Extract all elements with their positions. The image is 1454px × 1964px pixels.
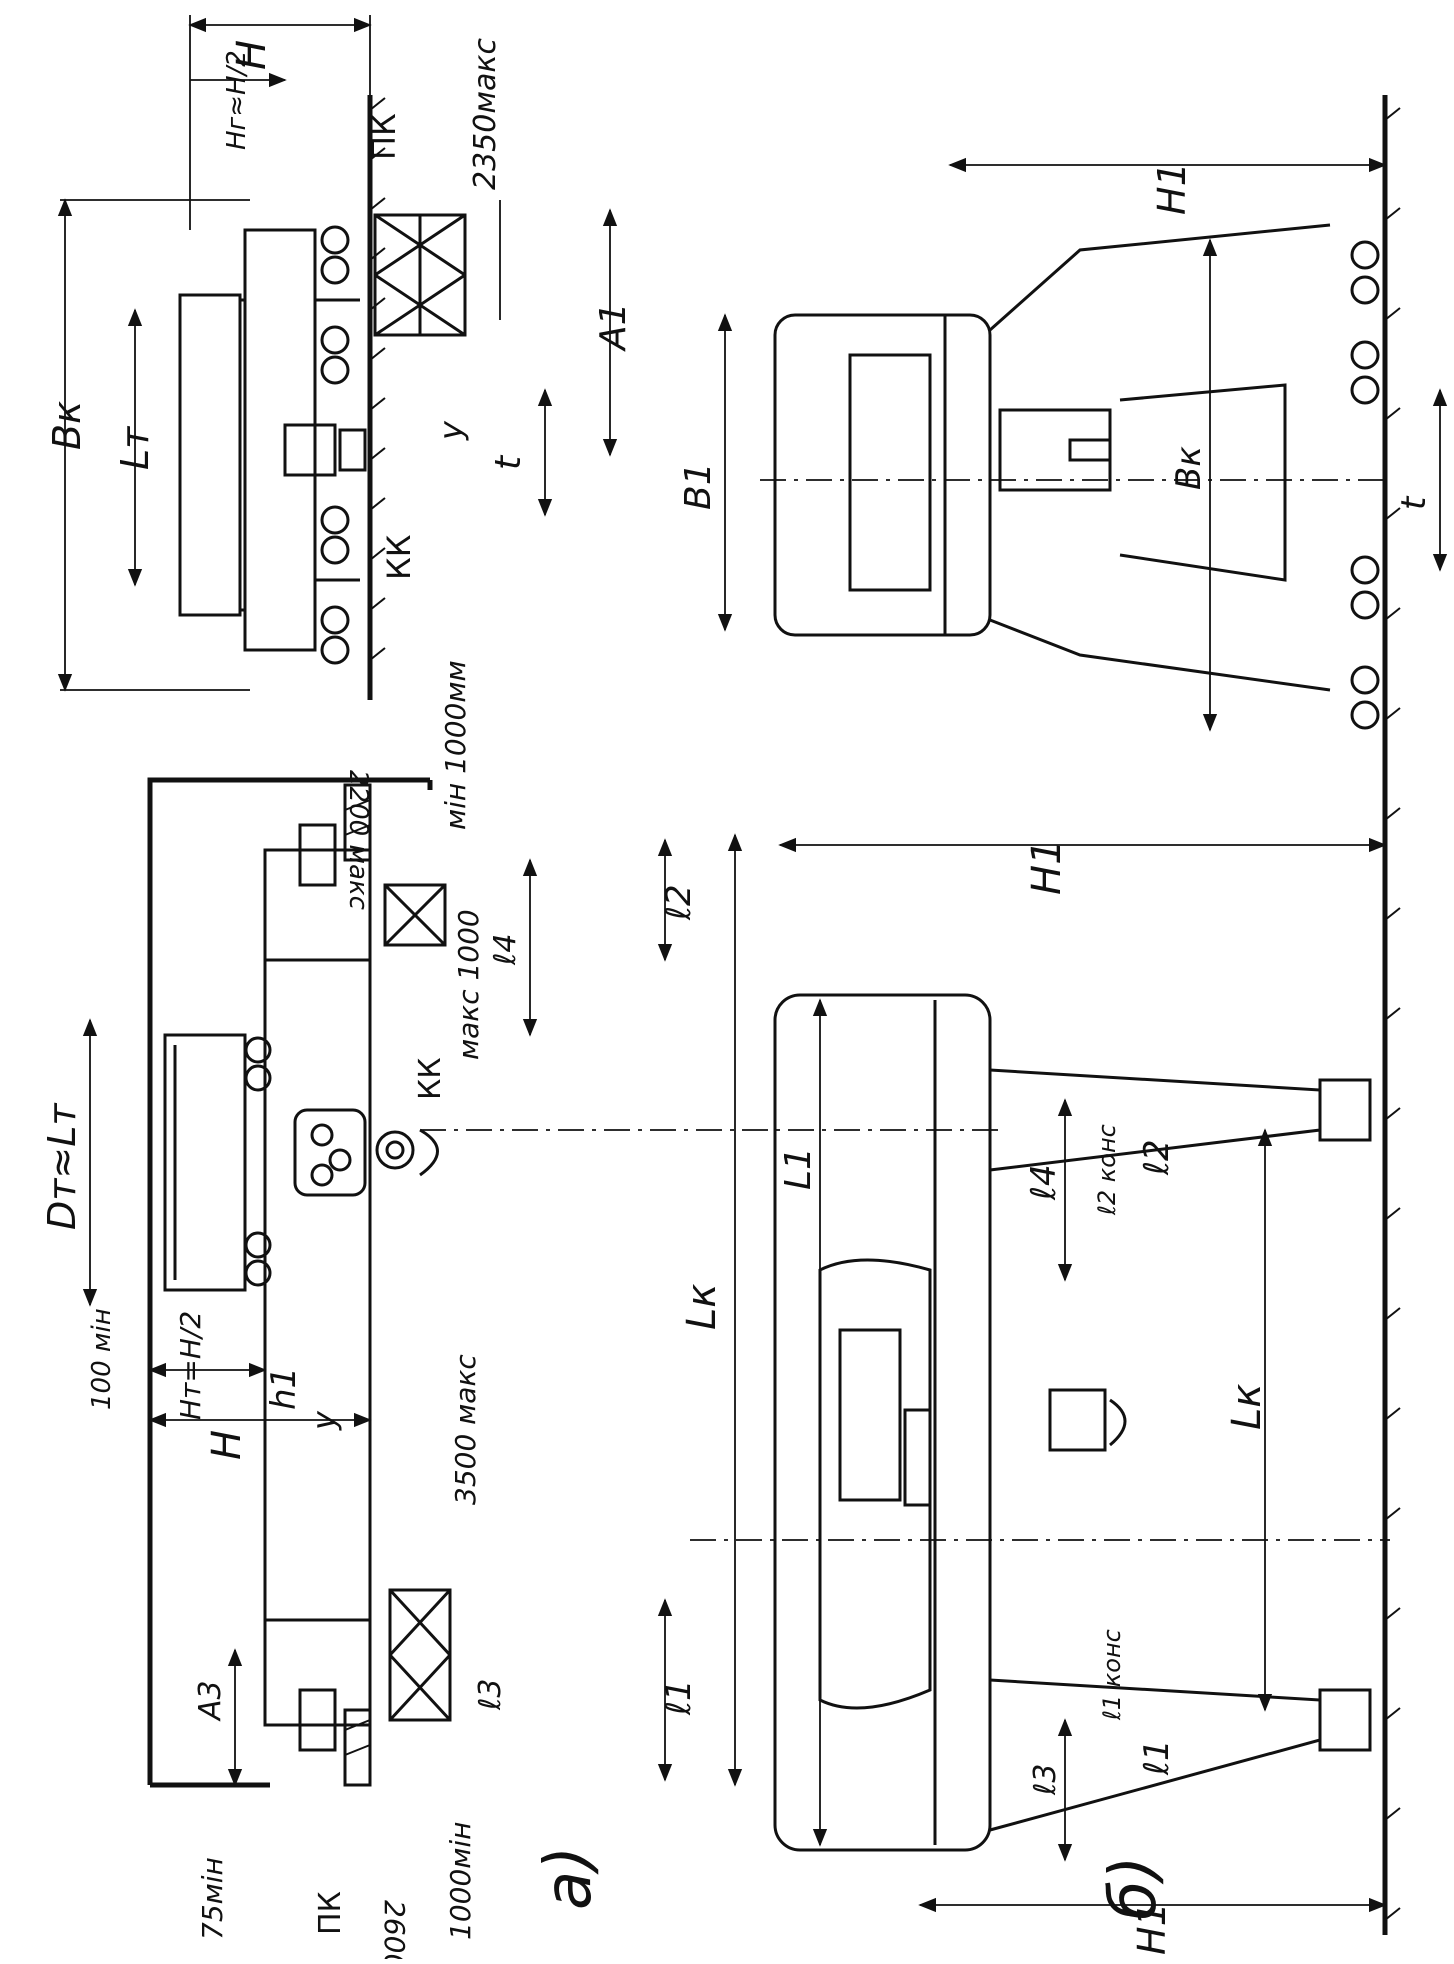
dim-hr-a: Hг≈H/2 [222, 50, 252, 150]
label-kk-a-side: КК [413, 1057, 448, 1100]
dim-bk-a: Bк [45, 401, 89, 450]
dim-lt-a: Lт [113, 425, 157, 470]
label-cant1: ℓ1 конс [1098, 1629, 1126, 1721]
label-2600max: 2600 макс [378, 1900, 411, 1959]
dim-l4-b: ℓ4 [1024, 1164, 1064, 1201]
dim-l1-b-big: L1 [778, 1147, 819, 1190]
label-100min: 100 мін [87, 1308, 117, 1410]
caption-a: а) [532, 1846, 606, 1910]
dim-a1: A1 [593, 302, 634, 352]
caption-b: б) [1097, 1856, 1171, 1920]
label-2200max: 2200 макс [343, 770, 373, 910]
dim-l1-a: ℓ1 [659, 1679, 699, 1716]
ground-hatching-a-end [369, 97, 386, 661]
dim-ht: Hт=H/2 [174, 1311, 207, 1420]
figure-a-side-view: Dт≈Lт H Hт=H/2 h1 y 100 мін A3 75мін 260… [40, 660, 743, 1964]
dim-a3: A3 [193, 1680, 228, 1722]
figure-a-end-view: Bк Lт H Hг≈H/2 ПК 2350макс A1 t y КК [45, 15, 634, 700]
label-cant2: ℓ2 конс [1093, 1124, 1121, 1216]
label-pk-a-side: ПК [313, 1891, 348, 1935]
dim-lk-a: Lк [679, 1284, 725, 1330]
dim-l1-b: ℓ1 [1137, 1739, 1177, 1776]
dim-h1-left: H1 [1130, 1902, 1174, 1955]
dim-l2-a: ℓ2 [659, 884, 699, 921]
label-pk-a-end: ПК [365, 113, 403, 160]
label-1000min: 1000мін [444, 1822, 477, 1940]
dim-l4-a: ℓ4 [488, 934, 523, 966]
label-kk-a-end: КК [380, 534, 418, 580]
ground-hatching-b [1384, 107, 1401, 1921]
dim-l2-b: ℓ2 [1137, 1139, 1177, 1176]
dim-t-b: t [1394, 495, 1434, 510]
dim-dt: Dт≈Lт [40, 1102, 84, 1230]
dim-bk-b: Bк [1169, 446, 1209, 490]
dim-h1-right: H1 [1150, 162, 1194, 215]
dim-h-a-side: H [204, 1430, 250, 1460]
label-1000mm: мін 1000мм [439, 660, 472, 830]
label-75min: 75мін [196, 1857, 229, 1940]
dim-b1: B1 [678, 462, 719, 510]
dim-h1-a: h1 [264, 1367, 304, 1410]
label-1000max: макс 1000 [452, 909, 485, 1060]
label-y-a-side: y [305, 1410, 343, 1431]
label-y-a-end: y [432, 420, 470, 441]
dim-l3-b: ℓ3 [1028, 1764, 1063, 1796]
label-3500max: 3500 макс [449, 1354, 482, 1505]
figure-b-side-view: H1 L1 Lк ℓ4 ℓ2 ℓ2 конс ℓ3 ℓ1 ℓ1 конс H1 [773, 837, 1387, 1955]
dim-l3-a: ℓ3 [473, 1679, 508, 1711]
dim-h1-top: H1 [1024, 839, 1070, 895]
dim-lk-b: Lк [1224, 1384, 1270, 1430]
figure-b-end-view: B1 Bк t H1 [678, 95, 1448, 1935]
dim-h-a-end: H [229, 40, 275, 70]
dim-t-a: t [488, 454, 529, 470]
label-2350max: 2350макс [468, 38, 503, 190]
